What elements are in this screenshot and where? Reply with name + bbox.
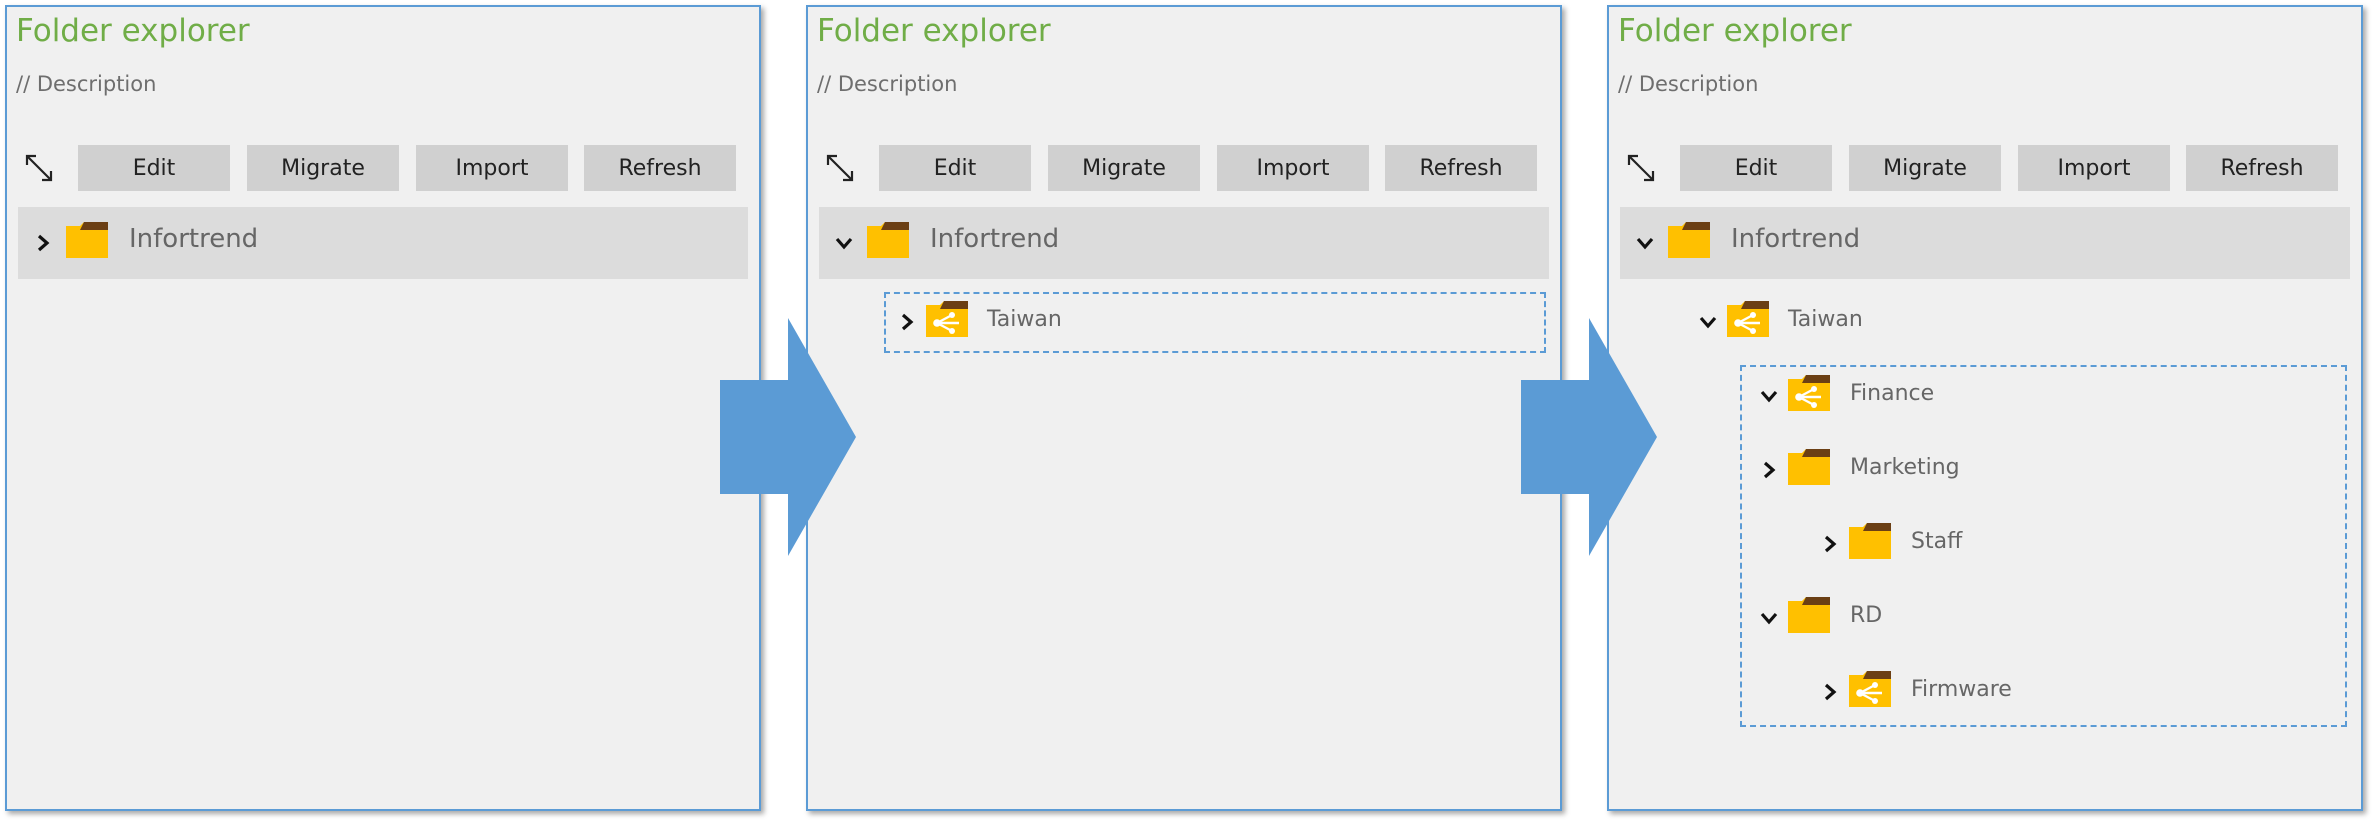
tree-node-finance[interactable]: Finance — [1746, 372, 2341, 420]
tree-node-taiwan[interactable]: Taiwan — [1685, 298, 2345, 346]
tree-root-row[interactable]: Infortrend — [18, 207, 748, 279]
diagonal-expand-icon[interactable] — [21, 150, 57, 186]
migrate-button[interactable]: Migrate — [1849, 145, 2001, 191]
tree-node-staff[interactable]: Staff — [1807, 520, 2341, 568]
folder-icon — [1666, 220, 1712, 260]
tree-node-infortrend[interactable]: Infortrend — [819, 219, 1549, 267]
diagonal-expand-icon[interactable] — [1623, 150, 1659, 186]
tree-node-label: Infortrend — [129, 224, 259, 254]
shared-folder-icon — [1786, 373, 1832, 413]
tree-root-row[interactable]: Infortrend — [1620, 207, 2350, 279]
tree-node-firmware[interactable]: Firmware — [1807, 668, 2341, 716]
panel-title: Folder explorer — [817, 13, 1051, 49]
chevron-down-icon[interactable] — [833, 232, 855, 254]
import-button[interactable]: Import — [1217, 145, 1369, 191]
chevron-right-icon[interactable] — [1758, 459, 1780, 481]
chevron-down-icon[interactable] — [1697, 311, 1719, 333]
migrate-button[interactable]: Migrate — [1048, 145, 1200, 191]
highlight-new-children — [1740, 365, 2347, 727]
tree-node-label: Finance — [1850, 381, 1935, 406]
tree-node-label: Firmware — [1911, 677, 2012, 702]
edit-button[interactable]: Edit — [879, 145, 1031, 191]
chevron-down-icon[interactable] — [1634, 232, 1656, 254]
folder-icon — [1786, 447, 1832, 487]
tree-node-label: Taiwan — [987, 307, 1062, 332]
edit-button[interactable]: Edit — [78, 145, 230, 191]
refresh-button[interactable]: Refresh — [584, 145, 736, 191]
tree-root-row[interactable]: Infortrend — [819, 207, 1549, 279]
refresh-button[interactable]: Refresh — [1385, 145, 1537, 191]
flow-arrow-icon — [720, 318, 856, 556]
edit-button[interactable]: Edit — [1680, 145, 1832, 191]
panel-title: Folder explorer — [16, 13, 250, 49]
chevron-down-icon[interactable] — [1758, 607, 1780, 629]
tree-node-marketing[interactable]: Marketing — [1746, 446, 2341, 494]
folder-icon — [1847, 521, 1893, 561]
refresh-button[interactable]: Refresh — [2186, 145, 2338, 191]
folder-icon — [1786, 595, 1832, 635]
migrate-button[interactable]: Migrate — [247, 145, 399, 191]
chevron-right-icon[interactable] — [1819, 533, 1841, 555]
tree-node-label: Infortrend — [930, 224, 1060, 254]
import-button[interactable]: Import — [2018, 145, 2170, 191]
chevron-right-icon[interactable] — [896, 311, 918, 333]
tree-node-label: Taiwan — [1788, 307, 1863, 332]
panel-description: // Description — [817, 72, 958, 96]
tree-node-rd[interactable]: RD — [1746, 594, 2341, 642]
tree-node-label: Infortrend — [1731, 224, 1861, 254]
tree-node-infortrend[interactable]: Infortrend — [1620, 219, 2350, 267]
folder-explorer-panel-fully-expanded: Folder explorer // Description Edit Migr… — [1607, 5, 2363, 811]
shared-folder-icon — [924, 299, 970, 339]
tree-node-label: Marketing — [1850, 455, 1960, 480]
folder-explorer-panel-root-expanded: Folder explorer // Description Edit Migr… — [806, 5, 1562, 811]
tree-node-label: Staff — [1911, 529, 1963, 554]
panel-description: // Description — [1618, 72, 1759, 96]
tree-node-infortrend[interactable]: Infortrend — [18, 219, 748, 267]
folder-icon — [64, 220, 110, 260]
folder-explorer-panel-collapsed: Folder explorer // Description Edit Migr… — [5, 5, 761, 811]
panel-description: // Description — [16, 72, 157, 96]
panel-title: Folder explorer — [1618, 13, 1852, 49]
shared-folder-icon — [1725, 299, 1771, 339]
chevron-down-icon[interactable] — [1758, 385, 1780, 407]
highlight-new-children — [884, 292, 1546, 353]
diagonal-expand-icon[interactable] — [822, 150, 858, 186]
chevron-right-icon[interactable] — [1819, 681, 1841, 703]
shared-folder-icon — [1847, 669, 1893, 709]
tree-node-taiwan[interactable]: Taiwan — [884, 298, 1544, 346]
folder-icon — [865, 220, 911, 260]
import-button[interactable]: Import — [416, 145, 568, 191]
tree-node-label: RD — [1850, 603, 1883, 628]
chevron-right-icon[interactable] — [32, 232, 54, 254]
flow-arrow-icon — [1521, 318, 1657, 556]
